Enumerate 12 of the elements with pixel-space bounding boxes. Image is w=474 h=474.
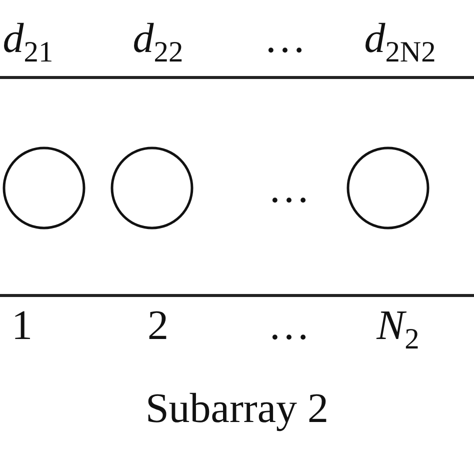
element-label: d$_{22}$ [132,18,184,68]
element-label: N$_{2}$ [376,305,420,355]
subarray-caption: Subarray 2 [145,388,329,430]
element-label: … [268,168,310,210]
antenna-element-circle [2,146,86,230]
element-label: … [268,305,310,347]
antenna-element-circle [346,146,430,230]
element-label: d$_{21}$ [2,18,54,68]
antenna-element-circle [110,146,194,230]
element-label: … [264,18,306,60]
element-label: 1 [12,305,32,347]
element-label: 2 [148,305,168,347]
